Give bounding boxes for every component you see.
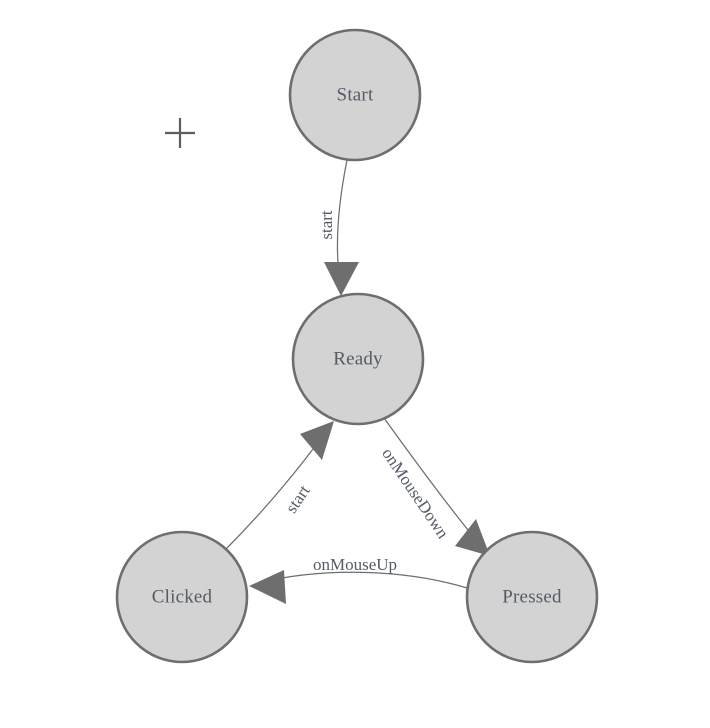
- state-node-pressed-label: Pressed: [502, 586, 562, 607]
- edge-clicked-ready[interactable]: start: [225, 421, 334, 550]
- state-node-clicked[interactable]: Clicked: [115, 530, 249, 664]
- state-node-ready[interactable]: Ready: [291, 292, 425, 426]
- state-node-ready-circle[interactable]: [291, 292, 425, 426]
- edge-ready-pressed-arrowhead: [455, 519, 490, 556]
- state-node-start[interactable]: Start: [288, 28, 422, 162]
- edge-clicked-ready-label: start: [282, 481, 314, 516]
- edge-start-ready-label: start: [317, 210, 336, 240]
- edge-ready-pressed-label: onMouseDown: [378, 444, 453, 542]
- edge-clicked-ready-arrowhead: [300, 421, 334, 460]
- edge-pressed-clicked[interactable]: onMouseUp: [249, 555, 468, 604]
- state-node-start-label: Start: [337, 84, 374, 105]
- edge-ready-pressed[interactable]: onMouseDown: [378, 417, 490, 556]
- state-node-ready-label: Ready: [333, 348, 383, 369]
- edge-pressed-clicked-path: [257, 571, 468, 589]
- state-node-pressed-circle[interactable]: [465, 530, 599, 664]
- state-node-clicked-circle[interactable]: [115, 530, 249, 664]
- crosshair-icon: [165, 118, 195, 148]
- edge-start-ready-arrowhead: [324, 262, 359, 296]
- edge-start-ready[interactable]: start: [317, 159, 359, 296]
- state-node-start-circle[interactable]: [288, 28, 422, 162]
- edge-pressed-clicked-arrowhead: [249, 570, 286, 604]
- state-node-clicked-label: Clicked: [152, 586, 213, 607]
- edge-pressed-clicked-label: onMouseUp: [313, 555, 397, 574]
- state-node-pressed[interactable]: Pressed: [465, 530, 599, 664]
